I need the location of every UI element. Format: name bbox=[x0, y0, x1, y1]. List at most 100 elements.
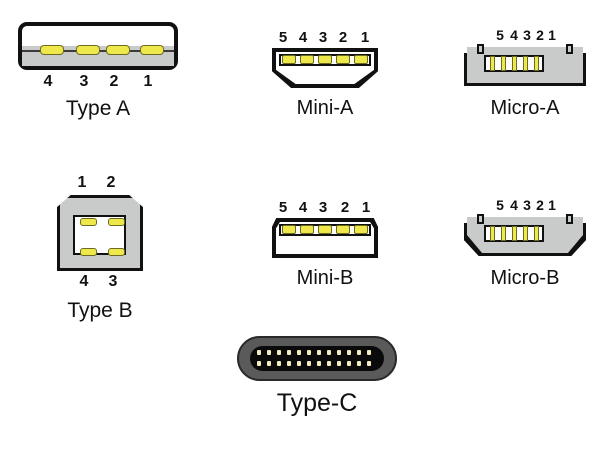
micro-b-pin-5 bbox=[490, 226, 495, 241]
micro-b-pin-numbers: 5 4 3 2 1 bbox=[493, 198, 557, 213]
micro-b-pin-3 bbox=[512, 226, 517, 241]
type-b-pin-1 bbox=[80, 218, 97, 226]
mini-b-pin-number-2: 2 bbox=[340, 199, 350, 216]
type-a-pin-number-1: 1 bbox=[143, 73, 153, 90]
mini-a-pin-numbers: 5 4 3 2 1 bbox=[277, 30, 373, 46]
mini-a-pin-number-2: 2 bbox=[338, 29, 348, 46]
mini-b-pin-5 bbox=[282, 225, 296, 234]
type-b-label: Type B bbox=[67, 299, 133, 322]
type-c-pin bbox=[317, 350, 321, 355]
micro-a-pin-number-1: 1 bbox=[548, 27, 556, 43]
micro-b-pin-2 bbox=[523, 226, 528, 241]
micro-b-pin-number-5: 5 bbox=[496, 197, 504, 213]
mini-b-pin-numbers: 5 4 3 2 1 bbox=[277, 200, 373, 216]
micro-b-latch-tab-right bbox=[566, 214, 573, 224]
type-b-pin-numbers-top: 1 2 bbox=[57, 175, 143, 193]
connector-type-a: 4 3 2 1 Type A bbox=[8, 22, 188, 119]
micro-a-latch-tab-right bbox=[566, 44, 573, 54]
type-c-shell bbox=[237, 336, 397, 381]
mini-a-pin-3 bbox=[318, 55, 332, 64]
micro-b-pin-1 bbox=[534, 226, 539, 241]
type-c-pin bbox=[347, 361, 351, 366]
type-c-pin bbox=[267, 361, 271, 366]
mini-b-pin-4 bbox=[300, 225, 314, 234]
type-a-pin-4 bbox=[40, 45, 64, 55]
type-a-pin-3 bbox=[76, 45, 100, 55]
micro-b-pin-number-4: 4 bbox=[510, 197, 518, 213]
micro-a-pin-number-3: 3 bbox=[523, 27, 531, 43]
type-c-pin bbox=[317, 361, 321, 366]
type-c-label: Type-C bbox=[276, 389, 358, 417]
type-a-pin-number-4: 4 bbox=[43, 73, 53, 90]
type-c-pin bbox=[347, 350, 351, 355]
micro-a-pin-4 bbox=[501, 56, 506, 71]
type-c-pin bbox=[277, 361, 281, 366]
mini-b-label: Mini-B bbox=[296, 267, 354, 289]
mini-b-pin-number-3: 3 bbox=[318, 199, 328, 216]
type-b-pin-number-3: 3 bbox=[108, 273, 118, 290]
type-c-pin bbox=[307, 361, 311, 366]
mini-b-pin-2 bbox=[336, 225, 350, 234]
connector-mini-b: 5 4 3 2 1 Mini-B bbox=[255, 200, 395, 288]
type-a-pin-number-2: 2 bbox=[109, 73, 119, 90]
type-b-pin-numbers-bottom: 4 3 bbox=[57, 274, 143, 292]
type-b-pin-2 bbox=[108, 218, 125, 226]
mini-a-pin-2 bbox=[336, 55, 350, 64]
mini-a-pin-number-3: 3 bbox=[318, 29, 328, 46]
type-c-pin bbox=[287, 350, 291, 355]
micro-b-label: Micro-B bbox=[490, 267, 560, 289]
type-c-pin bbox=[267, 350, 271, 355]
type-b-pin-number-1: 1 bbox=[77, 174, 87, 191]
type-b-pin-4 bbox=[80, 248, 97, 256]
type-c-pin bbox=[297, 350, 301, 355]
mini-a-label: Mini-A bbox=[296, 97, 354, 119]
type-c-pin bbox=[327, 361, 331, 366]
mini-b-pin-3 bbox=[318, 225, 332, 234]
micro-a-pin-number-5: 5 bbox=[496, 27, 504, 43]
mini-a-pin-number-1: 1 bbox=[360, 29, 370, 46]
mini-b-pin-1 bbox=[354, 225, 368, 234]
micro-b-pin-4 bbox=[501, 226, 506, 241]
micro-a-latch-tab-left bbox=[477, 44, 484, 54]
type-a-pin-numbers: 4 3 2 1 bbox=[18, 74, 178, 92]
micro-a-pin-3 bbox=[512, 56, 517, 71]
micro-a-pin-number-2: 2 bbox=[536, 27, 544, 43]
type-c-pin bbox=[257, 350, 261, 355]
micro-b-shell bbox=[464, 214, 586, 256]
mini-b-pin-number-4: 4 bbox=[298, 199, 308, 216]
type-a-pin-1 bbox=[140, 45, 164, 55]
micro-b-pin-number-1: 1 bbox=[548, 197, 556, 213]
type-a-pin-2 bbox=[106, 45, 130, 55]
type-b-pin-3 bbox=[108, 248, 125, 256]
micro-a-pin-1 bbox=[534, 56, 539, 71]
connector-micro-b: 5 4 3 2 1 Micro-B bbox=[450, 198, 600, 288]
micro-a-pin-2 bbox=[523, 56, 528, 71]
micro-b-pin-number-2: 2 bbox=[536, 197, 544, 213]
type-a-shell bbox=[18, 22, 178, 70]
type-c-pin bbox=[297, 361, 301, 366]
micro-a-pin-5 bbox=[490, 56, 495, 71]
type-c-pin bbox=[367, 361, 371, 366]
type-b-shell bbox=[57, 195, 143, 271]
micro-b-pin-number-3: 3 bbox=[523, 197, 531, 213]
micro-a-shell bbox=[464, 44, 586, 86]
type-a-label: Type A bbox=[65, 97, 131, 120]
connector-type-c: Type-C bbox=[232, 336, 402, 416]
mini-a-pin-5 bbox=[282, 55, 296, 64]
mini-b-pin-number-5: 5 bbox=[278, 199, 288, 216]
type-c-pin bbox=[337, 361, 341, 366]
connector-mini-a: 5 4 3 2 1 Mini-A bbox=[255, 30, 395, 118]
type-b-pin-number-2: 2 bbox=[106, 174, 116, 191]
type-a-pin-number-3: 3 bbox=[79, 73, 89, 90]
mini-a-pin-number-5: 5 bbox=[278, 29, 288, 46]
type-c-pin bbox=[367, 350, 371, 355]
mini-a-pin-4 bbox=[300, 55, 314, 64]
mini-a-pin-1 bbox=[354, 55, 368, 64]
mini-b-shell bbox=[272, 218, 378, 258]
micro-a-pin-number-4: 4 bbox=[510, 27, 518, 43]
type-c-pin bbox=[277, 350, 281, 355]
type-b-pin-number-4: 4 bbox=[79, 273, 89, 290]
type-c-pin bbox=[307, 350, 311, 355]
type-c-pin bbox=[257, 361, 261, 366]
